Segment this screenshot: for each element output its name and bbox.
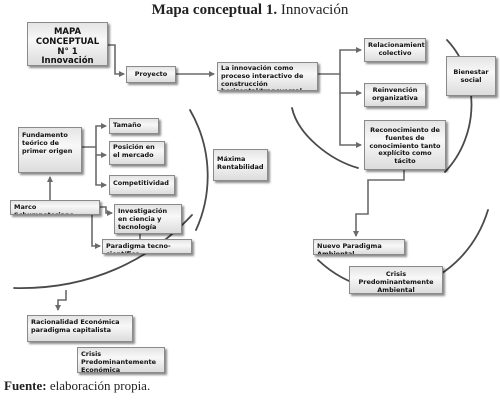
connector-marco-investigacion (100, 206, 113, 216)
node-racionalidad: Racionalidad Económica paradigma capital… (27, 315, 133, 342)
node-investigacion: Investigación en ciencia y tecnología (114, 204, 182, 234)
node-posicion: Posición en el mercado (109, 141, 165, 165)
connector-curve-racionalidad (55, 290, 67, 311)
connector-marco-paradigma (91, 214, 101, 249)
figure-title-rest: Innovación (280, 2, 349, 18)
node-nuevo-paradigma: Nuevo Paradigma Ambiental (313, 239, 405, 255)
node-maxima-rentabilidad: Máxima Rentabilidad (213, 149, 268, 181)
node-reconocimiento: Reconocimiento de fuentes de conocimient… (364, 120, 446, 170)
connector-innovacion-reinvencion (339, 74, 362, 96)
node-reinvencion: Reinvención organizativa (364, 83, 426, 107)
connector-reconocimiento-nuevo (353, 170, 405, 237)
node-innovacion: La innovación como proceso interactivo d… (217, 62, 318, 91)
figure-source: Fuente: elaboración propia. (4, 378, 150, 394)
node-crisis-ambiental: Crisis Predominantemente Ambiental (349, 266, 443, 294)
node-fundamento: Fundamento teórico de primer origen (18, 127, 82, 173)
connector-mapa-proyecto (108, 44, 125, 77)
figure-source-label: Fuente: (4, 378, 47, 393)
connector-fundamento-posicion (95, 147, 107, 158)
node-crisis-economica: Crisis Predominantemente Económica (77, 347, 165, 373)
connector-innovacion-relacionamiento (318, 47, 362, 75)
node-tamano: Tamaño (109, 118, 159, 134)
curve-investigacion-maxima (189, 109, 209, 231)
figure-title: Mapa conceptual 1. Innovación (0, 2, 500, 19)
node-mapa-conceptual: MAPA CONCEPTUAL N° 1 Innovación (27, 22, 108, 66)
node-bienestar: Bienestar social (446, 56, 496, 96)
node-marco-schumpeteriano: Marco Schumpeteriano (10, 200, 100, 215)
connector-innovacion-reconocimiento (339, 93, 362, 148)
node-proyecto: Proyecto (126, 66, 176, 83)
connector-fundamento-competitividad (95, 155, 107, 188)
node-relacionamiento: Relacionamiento colectivo (364, 38, 426, 62)
curve-reconocimiento (291, 107, 359, 169)
figure-title-bold: Mapa conceptual 1. (151, 2, 278, 18)
node-paradigma-tecno: Paradigma tecno-científico (102, 239, 192, 254)
node-competitividad: Competitividad (109, 175, 175, 195)
figure-source-text: elaboración propia. (49, 378, 151, 393)
connector-fundamento-tamano (82, 123, 107, 148)
curve-bienestar (444, 39, 473, 173)
